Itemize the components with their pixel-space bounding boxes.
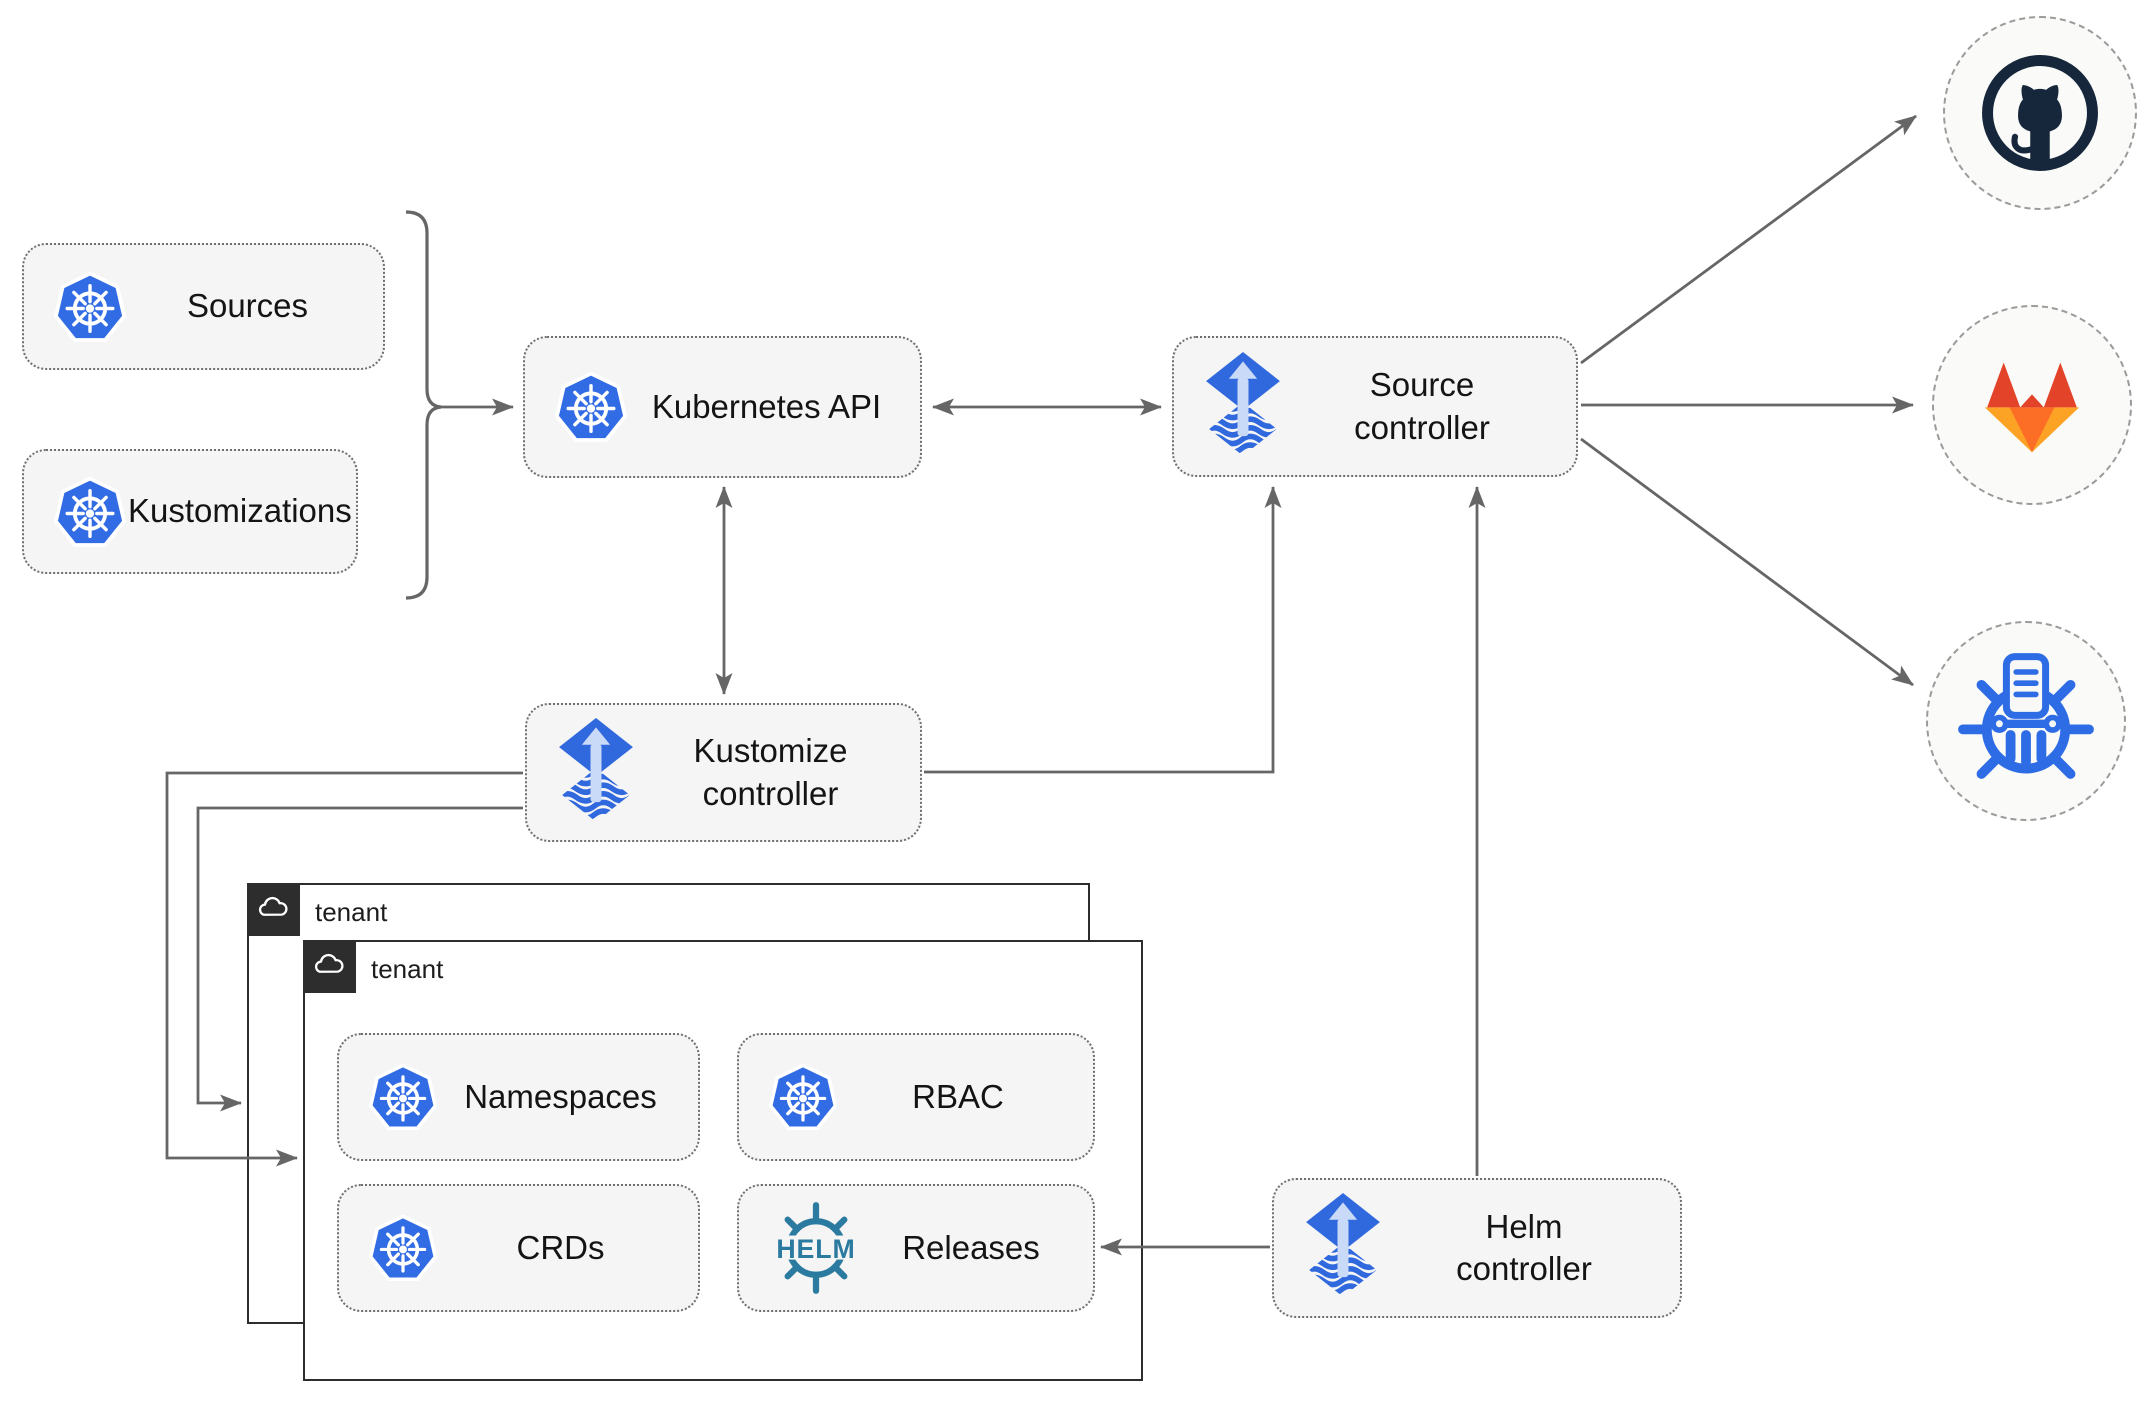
connector-bracket	[405, 210, 442, 600]
helm-icon: HELM	[775, 1202, 857, 1294]
github-node	[1943, 16, 2137, 210]
kubernetes-icon	[767, 1061, 839, 1133]
node-kustomize-controller: Kustomize controller	[525, 703, 922, 842]
node-namespaces: Namespaces	[337, 1033, 700, 1161]
cloud-badge	[246, 882, 300, 936]
node-label: Namespaces	[464, 1077, 657, 1115]
tenant-label: tenant	[315, 897, 388, 927]
helm-repository-node	[1926, 621, 2126, 821]
node-label: Kustomize controller	[693, 732, 848, 812]
gitlab-node	[1932, 305, 2132, 505]
node-label: CRDs	[516, 1228, 605, 1266]
flux-icon	[1202, 352, 1284, 462]
github-icon	[1979, 52, 2101, 174]
kubernetes-icon	[553, 369, 629, 445]
node-crds: CRDs	[337, 1184, 700, 1312]
connector-source-to-helm-repository	[1580, 437, 1914, 687]
node-releases: HELM Releases	[737, 1184, 1095, 1312]
cloud-badge	[302, 939, 356, 993]
node-helm-controller: Helm controller	[1272, 1178, 1682, 1318]
gitlab-icon	[1973, 346, 2091, 464]
node-label: Source controller	[1354, 366, 1490, 446]
node-rbac: RBAC	[737, 1033, 1095, 1161]
node-label: Helm controller	[1456, 1207, 1592, 1287]
kubernetes-icon	[367, 1061, 439, 1133]
flux-icon	[1302, 1193, 1384, 1303]
node-label: RBAC	[912, 1077, 1004, 1115]
connector-source-to-github	[1580, 114, 1917, 365]
connector-kustomize-to-source-controller	[924, 486, 1282, 774]
node-label: Kustomizations	[128, 492, 352, 530]
kubernetes-icon	[52, 474, 128, 550]
helm-logo-text: HELM	[776, 1234, 855, 1264]
kubernetes-icon	[367, 1212, 439, 1284]
tenant-label: tenant	[371, 954, 444, 984]
node-label: Sources	[186, 287, 309, 325]
kubernetes-icon	[52, 269, 128, 345]
node-label: Kubernetes API	[651, 387, 882, 425]
helm-repository-icon	[1956, 651, 2096, 791]
cloud-icon	[253, 889, 293, 929]
node-source-controller: Source controller	[1172, 336, 1578, 477]
node-kubernetes-api: Kubernetes API	[523, 336, 922, 478]
node-kustomizations: Kustomizations	[22, 449, 358, 574]
flux-icon	[555, 718, 637, 828]
node-sources: Sources	[22, 243, 385, 370]
node-label: Releases	[902, 1228, 1040, 1266]
cloud-icon	[309, 946, 349, 986]
